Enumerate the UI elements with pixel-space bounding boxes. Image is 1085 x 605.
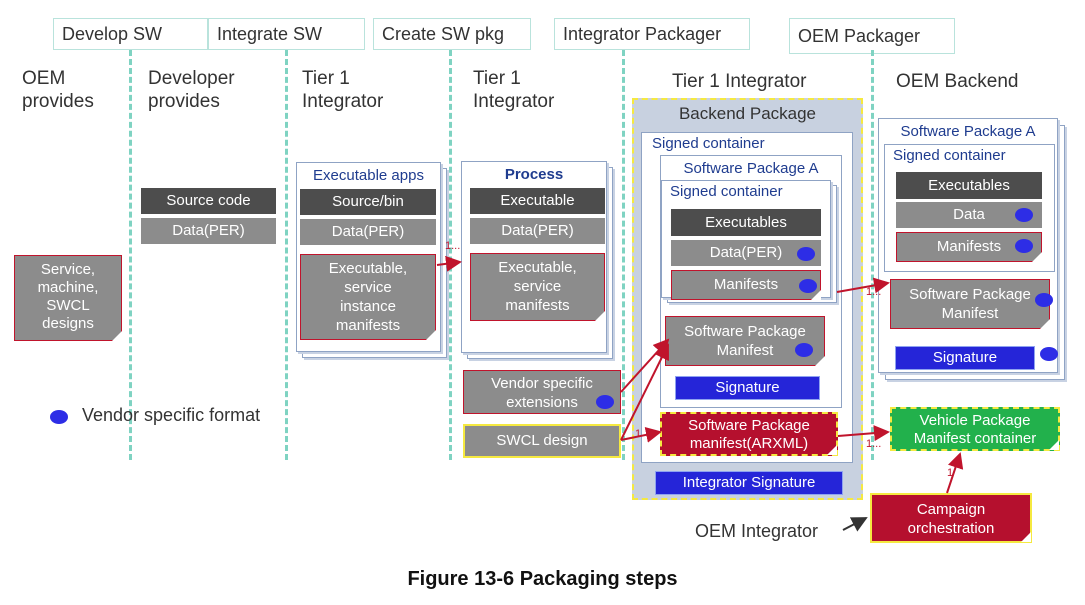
arrow-tier1-to-process [436,255,462,272]
arrow-manifests-to-oem [836,277,890,294]
developer-data-box: Data(PER) [141,218,276,244]
backend-manifests-box: Manifests [671,270,821,300]
step-develop-sw: Develop SW [53,18,208,50]
process-title: Process [504,166,564,183]
source-bin-box: Source/bin [300,189,436,215]
multiplicity-label: 1... [445,240,461,252]
backend-signature-box: Signature [675,376,820,400]
arrow-oem-integrator [842,517,868,532]
process-data-box: Data(PER) [470,218,605,244]
separator-line [449,50,452,460]
separator-line [622,50,625,460]
backend-data-box: Data(PER) [671,240,821,266]
oem-executables-box: Executables [896,172,1042,199]
backend-executables-box: Executables [671,209,821,236]
oem-software-package-a-title: Software Package A [900,123,1036,140]
oem-manifests-box: Manifests [896,232,1042,262]
inner-signed-title: Signed container [670,183,783,200]
executable-box: Executable [470,188,605,214]
figure-caption: Figure 13-6 Packaging steps [407,568,678,590]
vendor-format-dot [596,395,614,409]
executable-apps-title: Executable apps [313,167,424,184]
backend-manifests-dot [799,279,817,293]
arrow-campaign-to-vehicle [946,452,964,494]
backend-package-title: Backend Package [678,104,817,123]
source-code-box: Source code [141,188,276,214]
oem-manifests-dot [1015,239,1033,253]
step-create-sw-pkg: Create SW pkg [373,18,531,50]
software-package-a-title: Software Package A [683,160,819,177]
arrow-arxml-to-vehicle [837,425,890,442]
arrow-swcl-to-arxml [620,426,662,443]
arrow-swcl-to-manifest [620,343,669,441]
column-header-oem-backend: OEM Backend [896,71,1019,92]
signed-container-title: Signed container [652,135,765,152]
oem-signed-container-title: Signed container [893,147,1006,164]
tier1-data-box: Data(PER) [300,219,436,245]
column-header-tier1-integrator: Tier 1 Integrator [672,71,807,92]
step-oem-packager: OEM Packager [789,18,955,54]
oem-integrator-label: OEM Integrator [695,521,819,541]
oem-signature-box: Signature [895,346,1035,370]
separator-line [871,50,874,460]
swcl-design-box: SWCL design [463,424,621,458]
arrow-vendor-to-manifest [620,338,670,393]
backend-pkg-manifest-dot [795,343,813,357]
oem-pkg-manifest-dot [1035,293,1053,307]
oem-data-dot [1015,208,1033,222]
legend-label: Vendor specific format [82,405,261,425]
separator-line [129,50,132,460]
legend-dot [50,410,68,424]
step-integrate-sw: Integrate SW [208,18,365,50]
backend-data-dot [797,247,815,261]
multiplicity-label: 1 [947,467,954,479]
oem-signature-dot [1040,347,1058,361]
multiplicity-label: 1 [635,428,642,440]
separator-line [285,50,288,460]
step-integrator-packager: Integrator Packager [554,18,750,50]
integrator-signature-box: Integrator Signature [655,471,843,495]
